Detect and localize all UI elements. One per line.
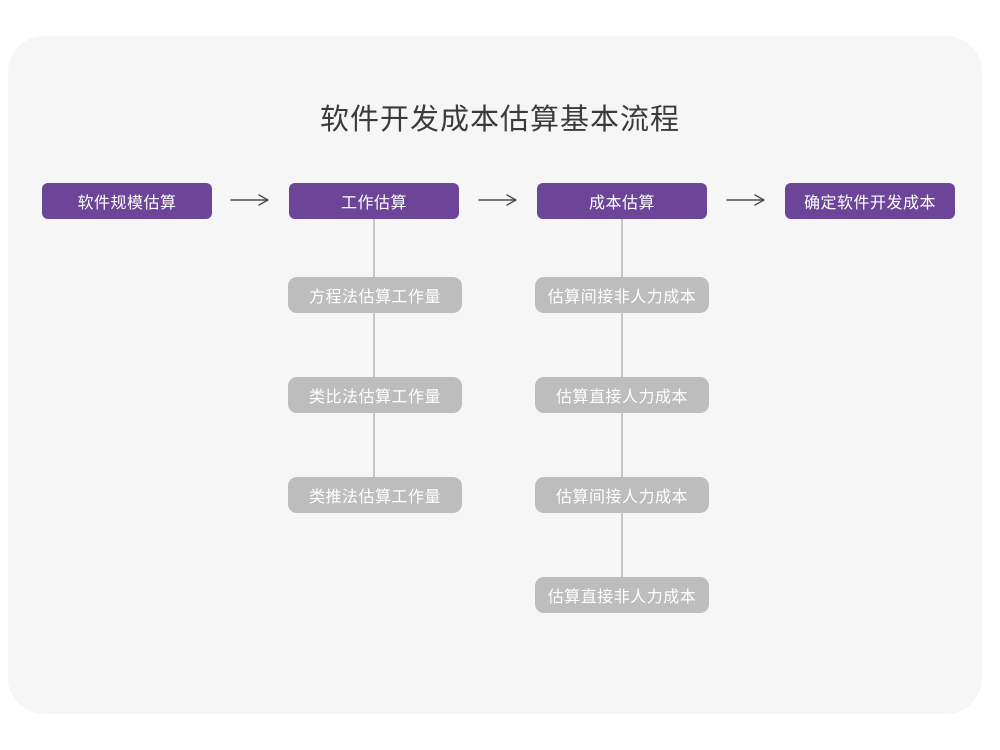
diagram-title: 软件开发成本估算基本流程 (319, 104, 680, 136)
cost-node-direct-labor: 估算直接人力成本 (535, 377, 709, 413)
method-node-equation: 方程法估算工作量 (288, 277, 462, 313)
connector-line-work-estimation (373, 218, 375, 480)
method-node-extrapolation: 类推法估算工作量 (288, 477, 462, 513)
cost-node-indirect-nonlabor: 估算间接非人力成本 (535, 277, 709, 313)
flow-step-cost-estimation: 成本估算 (537, 183, 707, 219)
flow-step-work-estimation: 工作估算 (289, 183, 459, 219)
flow-step-determine-development-cost: 确定软件开发成本 (785, 183, 955, 219)
right-arrow-icon (726, 194, 765, 206)
right-arrow-icon (478, 194, 517, 206)
right-arrow-icon (230, 194, 269, 206)
diagram-card (8, 36, 982, 714)
cost-node-direct-nonlabor: 估算直接非人力成本 (535, 577, 709, 613)
flow-step-software-scale-estimation: 软件规模估算 (42, 183, 212, 219)
cost-node-indirect-labor: 估算间接人力成本 (535, 477, 709, 513)
method-node-analogy: 类比法估算工作量 (288, 377, 462, 413)
